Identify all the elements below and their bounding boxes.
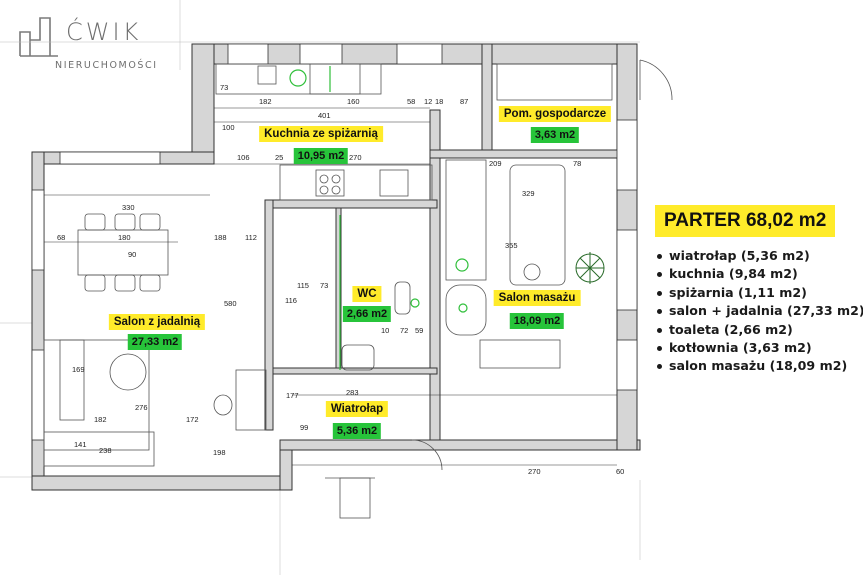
- dim-label: 78: [573, 159, 581, 168]
- dim-label: 112: [245, 233, 257, 242]
- dim-label: 182: [94, 415, 107, 424]
- room-area-wiatrolap: 5,36 m2: [332, 423, 382, 439]
- dim-label: 401: [318, 111, 331, 120]
- legend-title: PARTER 68,02 m2: [655, 205, 836, 237]
- legend-item: kotłownia (3,63 m2): [655, 339, 860, 357]
- dim-label: 198: [213, 448, 226, 457]
- doors: [325, 59, 673, 519]
- dimension-lines: [44, 107, 617, 466]
- room-area-kuchnia: 10,95 m2: [293, 148, 349, 164]
- legend-item: kuchnia (9,84 m2): [655, 265, 860, 283]
- dim-label: 115: [297, 281, 309, 290]
- dim-label: 177: [286, 391, 299, 400]
- logo-mark: [19, 17, 58, 57]
- guide-lines: [0, 0, 641, 575]
- dim-label: 160: [347, 97, 360, 106]
- dim-label: 10: [381, 326, 389, 335]
- dim-label: 169: [72, 365, 85, 374]
- dim-label: 90: [128, 250, 136, 259]
- room-label-salon-masazu: Salon masażu: [493, 290, 581, 306]
- dim-label: 73: [320, 281, 328, 290]
- dim-label: 270: [349, 153, 362, 162]
- legend-item: salon masażu (18,09 m2): [655, 357, 860, 375]
- legend-list: wiatrołap (5,36 m2) kuchnia (9,84 m2) sp…: [655, 247, 863, 376]
- legend-item: wiatrołap (5,36 m2): [655, 247, 860, 265]
- dim-label: 180: [118, 233, 131, 242]
- dim-label: 18: [435, 97, 443, 106]
- dim-label: 141: [74, 440, 87, 449]
- room-label-kuchnia: Kuchnia ze spiżarnią: [259, 126, 383, 142]
- windows: [31, 43, 638, 441]
- legend-item: toaleta (2,66 m2): [655, 321, 860, 339]
- dim-label: 182: [259, 97, 272, 106]
- dim-label: 172: [186, 415, 199, 424]
- dim-label: 59: [415, 326, 423, 335]
- dim-label: 72: [400, 326, 408, 335]
- dim-label: 58: [407, 97, 415, 106]
- dim-label: 68: [57, 233, 65, 242]
- dim-label: 99: [300, 423, 308, 432]
- room-area-wc: 2,66 m2: [342, 306, 392, 322]
- logo-subtitle: NIERUCHOMOŚCI: [55, 60, 158, 71]
- company-logo: ĆWIK NIERUCHOMOŚCI: [18, 10, 168, 71]
- room-area-salon-masazu: 18,09 m2: [509, 313, 565, 329]
- accent-marks: [289, 66, 469, 370]
- dim-label: 100: [222, 123, 235, 132]
- dim-label: 330: [122, 203, 135, 212]
- dim-label: 73: [220, 83, 228, 92]
- legend-item: salon + jadalnia (27,33 m2): [655, 302, 863, 320]
- legend-item: spiżarnia (1,11 m2): [655, 284, 860, 302]
- dim-label: 116: [285, 296, 297, 305]
- logo-wordmark: ĆWIK: [66, 18, 142, 46]
- dim-label: 580: [224, 299, 237, 308]
- dim-label: 276: [135, 403, 148, 412]
- dim-label: 25: [275, 153, 283, 162]
- dim-label: 283: [346, 388, 359, 397]
- dim-label: 188: [214, 233, 227, 242]
- room-label-wc: WC: [352, 286, 382, 302]
- dimension-labels: 182 401 160 58 12 18 87 73 100 106 25 27…: [57, 83, 624, 476]
- room-area-salon-jadalnia: 27,33 m2: [127, 334, 183, 350]
- dim-label: 238: [99, 446, 112, 455]
- area-legend: PARTER 68,02 m2 wiatrołap (5,36 m2) kuch…: [655, 205, 863, 376]
- dim-label: 355: [505, 241, 518, 250]
- dim-label: 209: [489, 159, 502, 168]
- dim-label: 270: [528, 467, 541, 476]
- dim-label: 12: [424, 97, 432, 106]
- room-area-gospodarcze: 3,63 m2: [530, 127, 580, 143]
- room-label-gospodarcze: Pom. gospodarcze: [498, 106, 612, 122]
- dim-label: 329: [522, 189, 535, 198]
- dim-label: 106: [237, 153, 250, 162]
- dim-label: 87: [460, 97, 468, 106]
- plant: [575, 252, 605, 284]
- room-label-salon-jadalnia: Salon z jadalnią: [108, 314, 206, 330]
- room-label-wiatrolap: Wiatrołap: [325, 401, 389, 417]
- dim-label: 60: [616, 467, 624, 476]
- furniture: [43, 63, 613, 467]
